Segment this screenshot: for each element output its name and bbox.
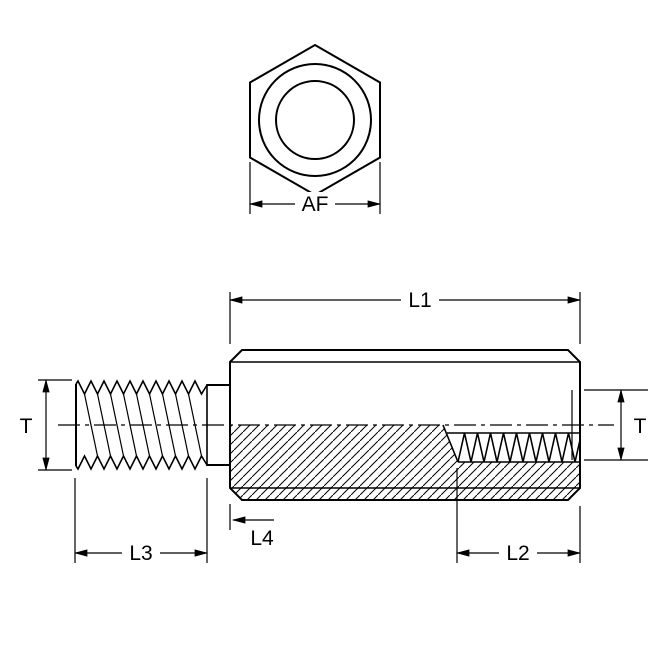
male-thread-profile-bottom bbox=[75, 454, 208, 471]
female-thread-profile bbox=[457, 432, 581, 463]
af-dimension: AF bbox=[248, 162, 382, 216]
hex-outline bbox=[249, 43, 381, 197]
l1-label-background bbox=[401, 288, 439, 312]
side-section-view: L1 T T L4 L3 bbox=[20, 288, 648, 565]
t-right-dimension: T bbox=[584, 388, 648, 462]
section-hatching bbox=[230, 425, 580, 500]
t-right-label: T bbox=[634, 415, 647, 438]
chamfer-circle bbox=[258, 63, 372, 177]
l4-label: L4 bbox=[250, 527, 274, 550]
thread-cone-line bbox=[442, 424, 459, 463]
male-thread-profile-top bbox=[75, 379, 208, 396]
t-left-label: T bbox=[20, 415, 33, 438]
l1-label: L1 bbox=[408, 289, 431, 312]
l3-label: L3 bbox=[129, 542, 152, 565]
t-left-dimension: T bbox=[20, 378, 72, 472]
af-label: AF bbox=[302, 193, 329, 216]
l4-dimension: L4 bbox=[229, 504, 274, 550]
l2-dimension: L2 bbox=[455, 468, 582, 565]
female-thread bbox=[442, 424, 581, 463]
thread-hole-circle bbox=[275, 80, 355, 160]
hex-end-view bbox=[249, 43, 381, 197]
af-label-background bbox=[295, 192, 335, 216]
l2-label: L2 bbox=[506, 542, 529, 565]
l3-label-background bbox=[122, 541, 160, 565]
l1-dimension: L1 bbox=[228, 288, 582, 344]
l2-label-background bbox=[499, 541, 537, 565]
l3-dimension: L3 bbox=[73, 478, 209, 565]
